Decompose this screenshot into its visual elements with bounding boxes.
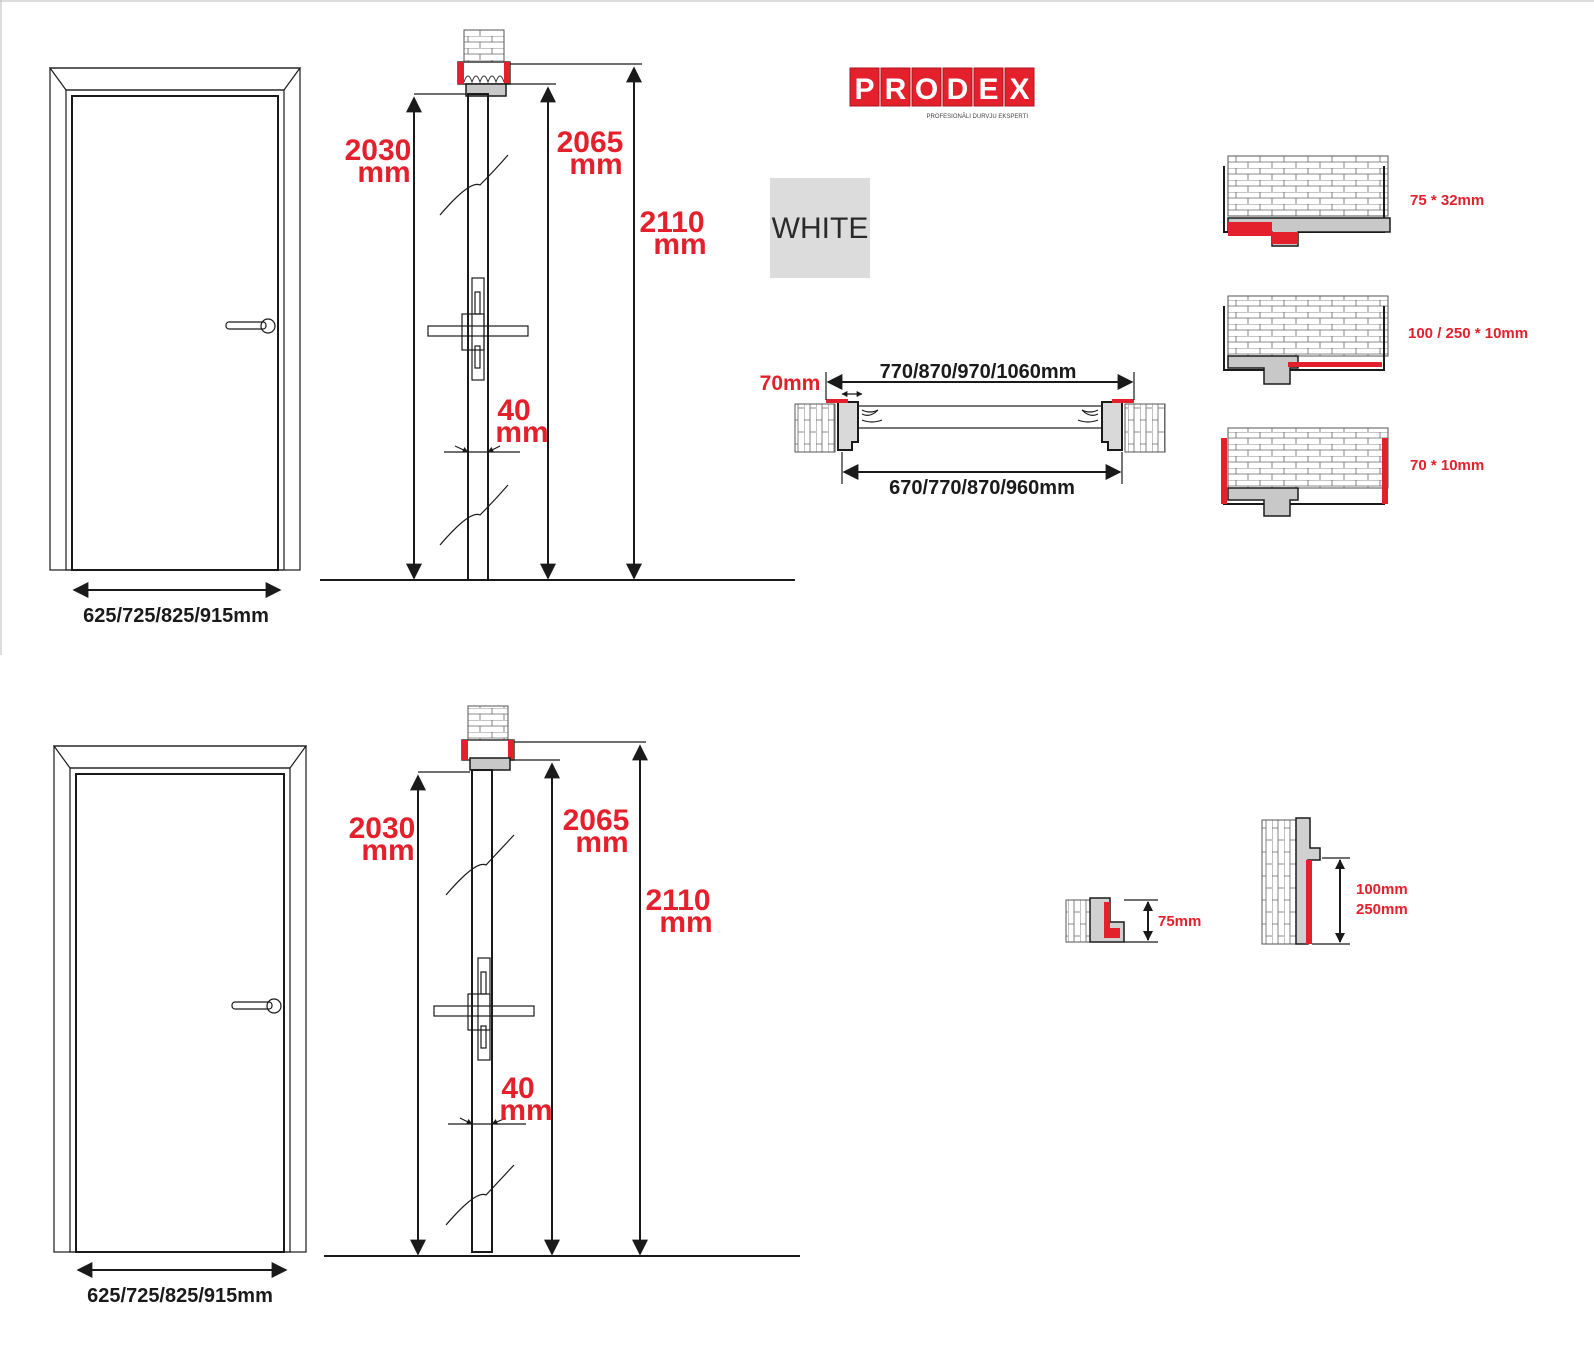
bottom-dim-2030-num: 2030 xyxy=(349,812,416,845)
profile-label-3: 70 * 10mm xyxy=(1410,457,1484,474)
top-width-label: 625/725/825/915mm xyxy=(83,605,269,627)
top-door-front-view: 625/725/825/915mm xyxy=(48,67,302,627)
plan-outer-width-label: 770/870/970/1060mm xyxy=(880,361,1077,383)
extension-small: 75mm xyxy=(1065,897,1201,943)
top-dim-40-unit: mm xyxy=(495,416,548,449)
finish-swatch: WHITE xyxy=(770,178,870,278)
plan-frame-label: 70mm xyxy=(760,372,821,395)
extension-large-label-1: 100mm xyxy=(1356,881,1408,898)
top-dim-2110-num: 2110 xyxy=(639,206,704,239)
bottom-dim-2110-unit: mm xyxy=(659,906,712,939)
extension-large-label-2: 250mm xyxy=(1356,901,1408,918)
extension-large: 100mm 250mm xyxy=(1261,817,1408,945)
logo-letter-box xyxy=(1004,67,1035,107)
bottom-door-front-view: 625/725/825/915mm xyxy=(52,745,308,1307)
bottom-dim-40-num: 40 xyxy=(501,1072,534,1105)
side-handle-icon xyxy=(427,277,529,381)
profile-75x32: 75 * 32mm xyxy=(1223,155,1484,247)
logo-letter: R xyxy=(885,73,907,106)
bottom-dim-2065-num: 2065 xyxy=(563,804,630,837)
brand-tagline: PROFESIONĀLI DURVJU EKSPERTI xyxy=(927,113,1029,120)
bottom-dim-2065-unit: mm xyxy=(575,826,628,859)
logo-letter-box xyxy=(942,67,973,107)
logo-letter: P xyxy=(854,73,874,106)
white-swatch xyxy=(770,178,870,278)
bottom-side-handle-icon xyxy=(433,957,535,1061)
logo-letter: X xyxy=(1009,73,1029,106)
door-plan-view: 70mm 770/870/970/1060mm 670/770/870/960m… xyxy=(760,361,1166,499)
top-dim-40-num: 40 xyxy=(497,394,530,427)
bottom-dim-2030-unit: mm xyxy=(361,834,414,867)
extension-small-label: 75mm xyxy=(1158,913,1201,930)
bottom-door-side-section: 2030 mm 2065 mm 2110 mm 40 mm xyxy=(324,705,800,1257)
plan-inner-width-label: 670/770/870/960mm xyxy=(889,477,1075,499)
bottom-dim-2110-num: 2110 xyxy=(645,884,710,917)
top-dim-2030-num: 2030 xyxy=(345,134,412,167)
profile-70x10: 70 * 10mm xyxy=(1221,427,1484,517)
bottom-door-handle-icon xyxy=(231,998,282,1014)
bottom-width-label: 625/725/825/915mm xyxy=(87,1285,273,1307)
top-dim-2030-unit: mm xyxy=(357,156,410,189)
logo-letter-box xyxy=(849,67,880,107)
profile-label-2: 100 / 250 * 10mm xyxy=(1408,325,1528,342)
logo-letter-box xyxy=(973,67,1004,107)
logo-letter-box xyxy=(880,67,911,107)
finish-label: WHITE xyxy=(772,212,869,245)
door-handle-icon xyxy=(225,318,276,334)
logo-letter: D xyxy=(947,73,969,106)
logo-letter: E xyxy=(978,73,998,106)
top-dim-2065-num: 2065 xyxy=(557,126,624,159)
logo-letter-box xyxy=(911,67,942,107)
profile-label-1: 75 * 32mm xyxy=(1410,192,1484,209)
profile-100-250x10: 100 / 250 * 10mm xyxy=(1223,295,1528,385)
top-door-side-section: 2030 mm 2065 mm 2110 mm 40 mm xyxy=(320,29,795,581)
bottom-dim-40-unit: mm xyxy=(499,1094,552,1127)
top-dim-2065-unit: mm xyxy=(569,148,622,181)
logo-letter: O xyxy=(915,73,938,106)
top-dim-2110-unit: mm xyxy=(653,228,706,261)
